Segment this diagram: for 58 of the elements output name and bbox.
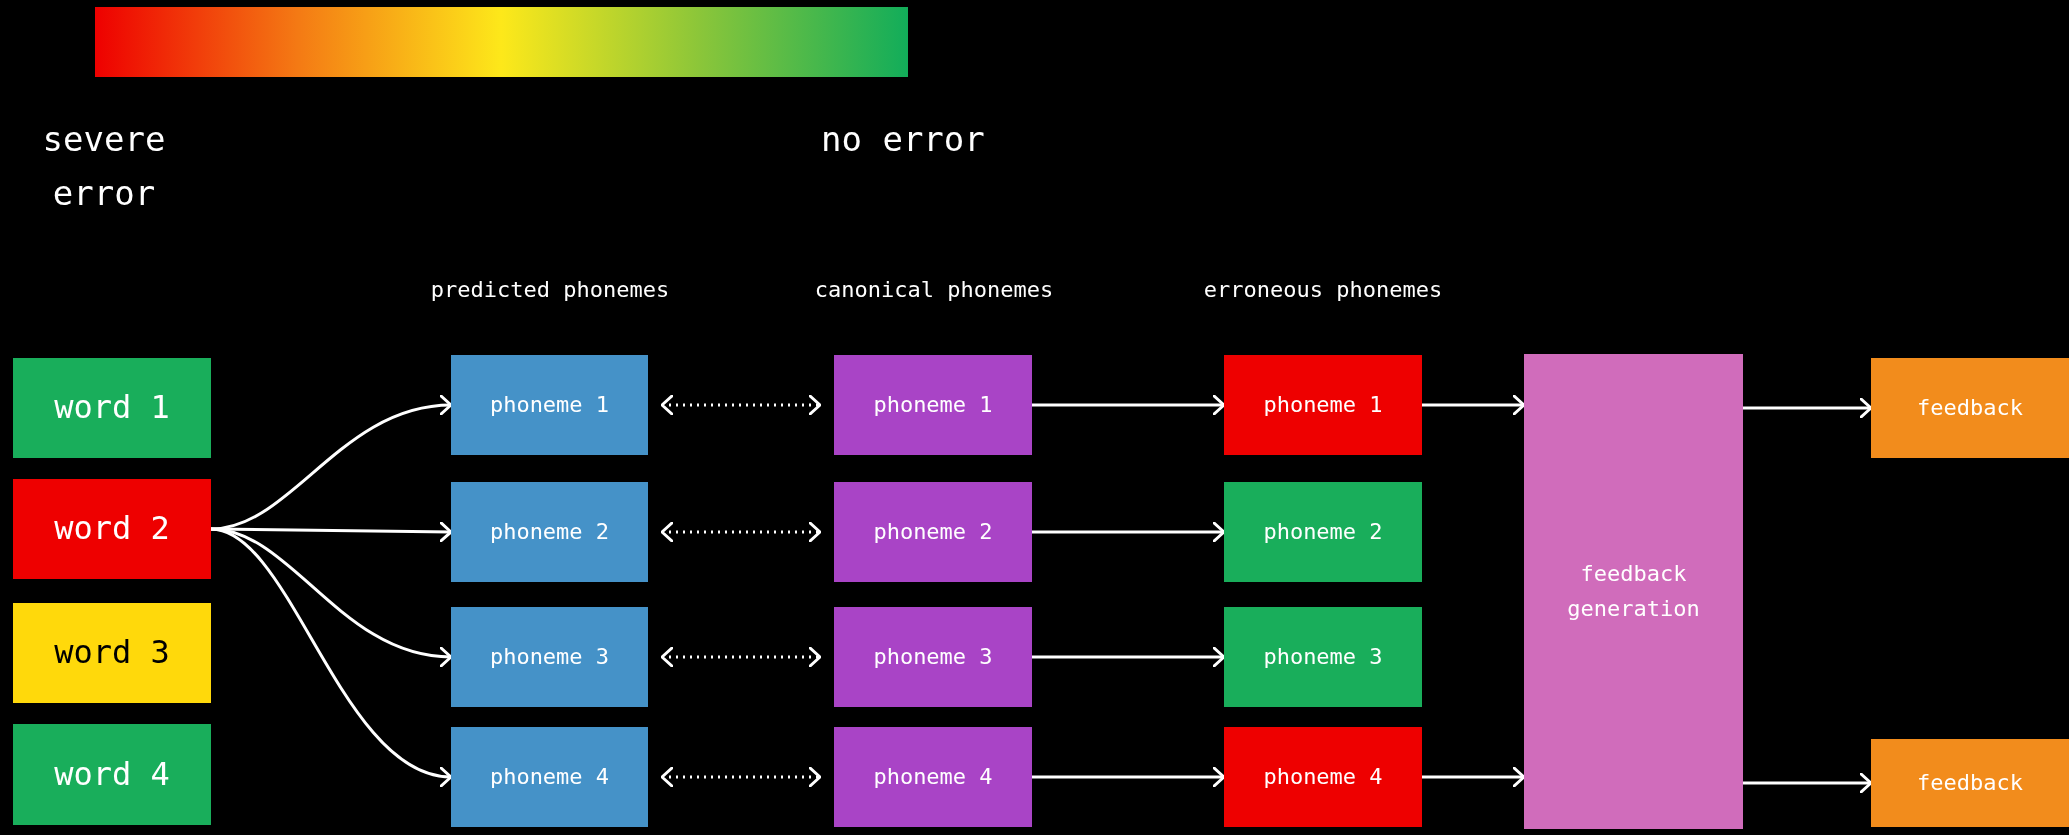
color-scale-bar (95, 7, 908, 77)
node-label: feedback generation (1566, 560, 1701, 623)
phoneme-box (1224, 355, 1422, 455)
arrow (210, 527, 453, 786)
column-header: canonical phonemes (814, 276, 1054, 304)
node-label: phoneme 1 (488, 390, 611, 419)
node-label: phoneme 4 (1262, 762, 1384, 791)
dotted-double-arrow (660, 521, 822, 543)
node-label: phoneme 3 (872, 642, 994, 671)
feedback-box (1871, 739, 2069, 827)
dotted-double-arrow (660, 394, 822, 416)
arrow (1032, 394, 1226, 416)
feedback-box (1871, 358, 2069, 458)
node-label: word 4 (53, 753, 171, 795)
phoneme-box (1224, 482, 1422, 582)
phoneme-box (1224, 607, 1422, 707)
node-label: phoneme 1 (1262, 390, 1384, 419)
word-label: word 3 (53, 632, 171, 674)
node-label: word 2 (53, 508, 171, 550)
dotted-double-arrow (660, 646, 822, 668)
node-label: phoneme 4 (488, 762, 611, 791)
node-label: phoneme 1 (872, 390, 994, 419)
node-label: phoneme 3 (1262, 642, 1384, 671)
arrow (1032, 646, 1226, 668)
phoneme-box (834, 482, 1032, 582)
word-box (13, 603, 211, 703)
word-box (13, 358, 211, 458)
node-label: phoneme 4 (872, 762, 994, 791)
phoneme-box (834, 727, 1032, 827)
column-header: predicted phonemes (430, 276, 670, 304)
scale-label: no error (821, 118, 985, 161)
arrow (1032, 521, 1226, 543)
node-label: feedback (1916, 393, 2024, 422)
arrow (1422, 766, 1526, 788)
arrow (210, 395, 453, 531)
node-label: word 1 (53, 387, 171, 429)
phoneme-box (834, 355, 1032, 455)
column-header: erroneous phonemes (1203, 276, 1443, 304)
phoneme-box (451, 727, 648, 827)
word-box (13, 479, 211, 579)
arrow (1032, 766, 1226, 788)
arrow (1743, 772, 1873, 794)
scale-label: severe error (41, 118, 167, 216)
word-box (13, 724, 211, 825)
phoneme-box (1224, 727, 1422, 827)
arrow (1743, 397, 1873, 419)
phoneme-box (834, 607, 1032, 707)
node-label: phoneme 2 (1262, 517, 1384, 546)
arrow (1422, 394, 1526, 416)
phoneme-box (451, 607, 648, 707)
process-box (1524, 354, 1743, 829)
node-label: feedback (1916, 768, 2024, 797)
phoneme-box (451, 355, 648, 455)
node-label: phoneme 2 (488, 517, 611, 546)
node-label: phoneme 3 (488, 642, 611, 671)
phoneme-box (451, 482, 648, 582)
node-label: phoneme 2 (872, 517, 994, 546)
dotted-double-arrow (660, 766, 822, 788)
